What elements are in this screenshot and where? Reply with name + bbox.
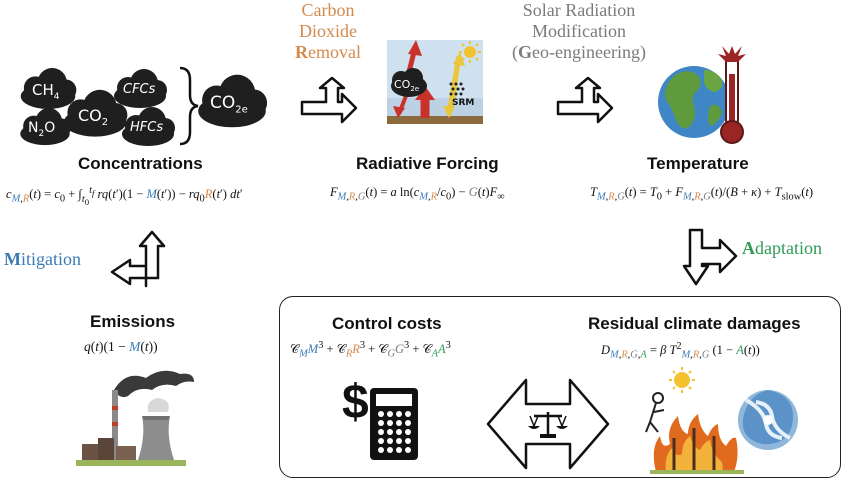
costs-damages-frame — [279, 296, 841, 478]
svg-text:$: $ — [342, 376, 369, 429]
adaptation-label: Adaptation — [742, 238, 822, 258]
residual-damages-equation: DM,R,G,A = β T2M,R,G (1 − A(t)) — [601, 341, 760, 361]
emissions-equation: q(t)(1 − M(t)) — [84, 339, 158, 354]
arrow-forcing-to-temperature-icon — [556, 76, 614, 124]
control-costs-equation: 𝒞MM3 + 𝒞RR3 + 𝒞GG3 + 𝒞AA3 — [290, 340, 451, 360]
cfcs-label: CFCs — [123, 82, 156, 97]
co2e-label: CO2e — [210, 93, 248, 116]
radiative-forcing-heading: Radiative Forcing — [356, 154, 499, 173]
control-costs-heading: Control costs — [332, 314, 442, 333]
arrow-temperature-to-adaptation-icon — [682, 228, 738, 286]
emissions-heading: Emissions — [90, 312, 176, 331]
temperature-heading: Temperature — [647, 154, 749, 173]
n2o-label: N2O — [28, 120, 56, 139]
mitigation-label: Mitigation — [4, 249, 81, 269]
co2-label: CO2 — [78, 106, 109, 129]
curly-brace — [179, 66, 199, 146]
forcing-co2e-label: CO2e — [394, 78, 420, 94]
residual-damages-heading: Residual climate damages — [588, 314, 801, 333]
carbon-dioxide-removal-label: Carbon Dioxide Removal — [295, 0, 361, 62]
arrow-concentrations-to-forcing-icon — [300, 76, 358, 124]
concentrations-heading: Concentrations — [78, 154, 203, 173]
srm-label: SRM — [452, 98, 475, 108]
temperature-equation: TM,R,G(t) = T0 + FM,R,G(t)/(B + κ) + Tsl… — [590, 185, 814, 203]
radiative-forcing-equation: FM,R,G(t) = a ln(cM,R/c0) − G(t)F∞ — [330, 185, 505, 203]
arrow-emissions-to-mitigation-icon — [110, 230, 166, 288]
solar-radiation-modification-label: Solar Radiation Modification (Geo-engine… — [512, 0, 646, 62]
concentrations-equation: cM,R(t) = c0 + ∫t0tf rq(t′)(1 − M(t′)) −… — [6, 185, 243, 207]
ch4-label: CH4 — [32, 81, 60, 102]
hfcs-label: HFCs — [130, 120, 164, 135]
